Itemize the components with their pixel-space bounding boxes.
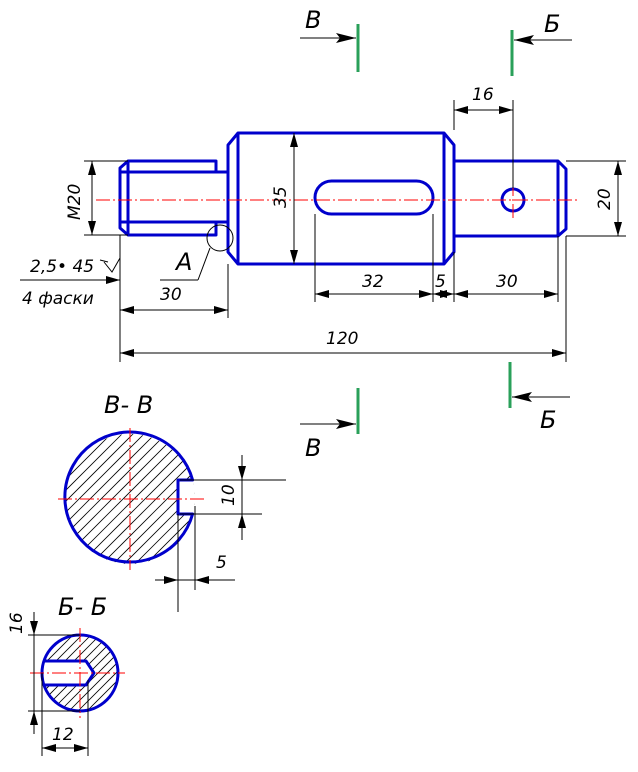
dim-hole-offset: 16 bbox=[453, 85, 514, 188]
section-bb: Б- Б 16 12 bbox=[7, 593, 202, 756]
section-vv: В- В 10 5 bbox=[0, 391, 286, 612]
hatch-line bbox=[65, 434, 94, 564]
section-bb-hole bbox=[44, 659, 96, 687]
chamfer-spec-text: 2,5• 45 bbox=[30, 257, 94, 277]
cut-letter-v-top: В bbox=[305, 6, 321, 34]
section-vv-outline bbox=[63, 430, 195, 564]
hatch-line bbox=[128, 434, 195, 564]
chamfer-note: 2,5• 45 4 фаски bbox=[20, 257, 121, 309]
hatch-line bbox=[65, 434, 171, 564]
end-diameter-text: 20 bbox=[595, 188, 615, 210]
flat-width-text: 12 bbox=[52, 725, 74, 745]
total-length-text: 120 bbox=[326, 329, 358, 349]
dim-end-diameter: 20 bbox=[566, 160, 626, 237]
section-bb-title: Б- Б bbox=[58, 593, 107, 621]
key-length-text: 32 bbox=[362, 272, 384, 292]
hatch-line bbox=[120, 632, 202, 714]
b-height-text: 16 bbox=[7, 612, 27, 634]
gap-length-text: 5 bbox=[435, 272, 446, 292]
hatch-line bbox=[65, 434, 182, 564]
hatch-line bbox=[65, 434, 72, 564]
hatch-line bbox=[65, 434, 160, 564]
hatch-line bbox=[65, 434, 105, 564]
main-diameter-text: 35 bbox=[271, 186, 291, 208]
hatch-line bbox=[65, 434, 127, 564]
detail-a-label: А bbox=[174, 248, 192, 276]
end-length-text: 30 bbox=[496, 272, 518, 292]
key-depth-text: 5 bbox=[216, 553, 227, 573]
roughness-icon bbox=[99, 257, 121, 273]
hatch-line bbox=[183, 434, 195, 564]
hatch-line bbox=[0, 430, 60, 570]
end-section-outline bbox=[454, 159, 568, 238]
hatch-line bbox=[65, 434, 149, 564]
dim-key-lengths: 32 5 30 bbox=[314, 214, 559, 302]
dim-thread-diameter: M20 bbox=[65, 160, 128, 236]
hole-offset-text: 16 bbox=[472, 85, 494, 105]
chamfer-note-text: 4 фаски bbox=[22, 289, 94, 309]
cut-letter-b-bottom: Б bbox=[540, 406, 556, 434]
shaft-main-view: А bbox=[96, 131, 580, 281]
cut-letter-v-bottom: В bbox=[305, 434, 321, 462]
key-slot bbox=[313, 179, 435, 216]
hatch-line bbox=[74, 635, 118, 711]
cut-mark-v-top: В bbox=[300, 6, 360, 72]
thread-diameter-text: M20 bbox=[65, 184, 85, 220]
section-vv-title: В- В bbox=[104, 391, 153, 419]
hatch-line bbox=[65, 434, 83, 564]
dim-thread-length: 30 bbox=[119, 235, 229, 362]
thread-length-text: 30 bbox=[160, 285, 182, 305]
hatch-line bbox=[83, 635, 118, 711]
main-body-outline bbox=[226, 131, 456, 266]
detail-a-circle bbox=[206, 224, 234, 252]
hatch-line bbox=[139, 434, 195, 564]
key-width-text: 10 bbox=[219, 484, 239, 506]
hatch-line bbox=[65, 434, 116, 564]
hatch-line bbox=[84, 434, 195, 564]
dim-main-diameter: 35 bbox=[271, 133, 298, 264]
cut-letter-b-top: Б bbox=[544, 10, 560, 38]
cut-mark-b-bottom: Б bbox=[508, 362, 570, 434]
cut-mark-v-bottom: В bbox=[300, 388, 360, 462]
hatch-line bbox=[42, 635, 77, 711]
hatch-line bbox=[95, 434, 195, 564]
hatch-line bbox=[65, 434, 138, 564]
cut-mark-b-top: Б bbox=[510, 10, 572, 76]
dim-total-length: 120 bbox=[120, 236, 567, 362]
